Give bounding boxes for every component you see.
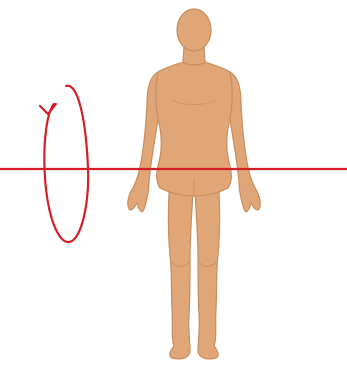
torso xyxy=(156,61,232,196)
head xyxy=(177,9,211,51)
